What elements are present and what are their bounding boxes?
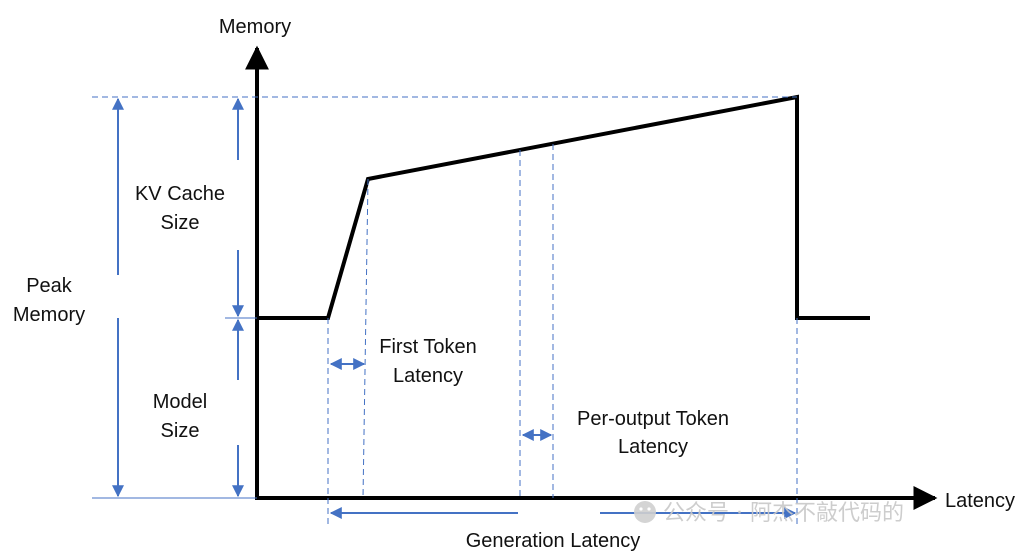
- peak-memory-label-line2: Memory: [13, 304, 85, 326]
- first-token-label-line1: First Token: [379, 336, 476, 358]
- watermark: 公众号 · 阿杰不敲代码的: [634, 501, 904, 526]
- model-size-label-line1: Model: [153, 391, 207, 413]
- x-axis-label: Latency: [945, 490, 1015, 512]
- per-token-label-line2: Latency: [618, 436, 688, 458]
- memory-curve: [257, 94, 870, 320]
- per-token-label-line1: Per-output Token: [577, 408, 729, 430]
- model-size-label-line2: Size: [161, 420, 200, 442]
- peak-memory-label-line1: Peak: [26, 275, 73, 297]
- first-token-label-line2: Latency: [393, 365, 463, 387]
- wechat-icon: [634, 501, 656, 523]
- kv-cache-label-line1: KV Cache: [135, 183, 225, 205]
- kv-cache-label-line2: Size: [161, 212, 200, 234]
- y-axis-label: Memory: [219, 16, 291, 38]
- watermark-text: 公众号 · 阿杰不敲代码的: [663, 501, 904, 526]
- generation-latency-label: Generation Latency: [466, 530, 641, 552]
- guide-first-token: [362, 178, 369, 499]
